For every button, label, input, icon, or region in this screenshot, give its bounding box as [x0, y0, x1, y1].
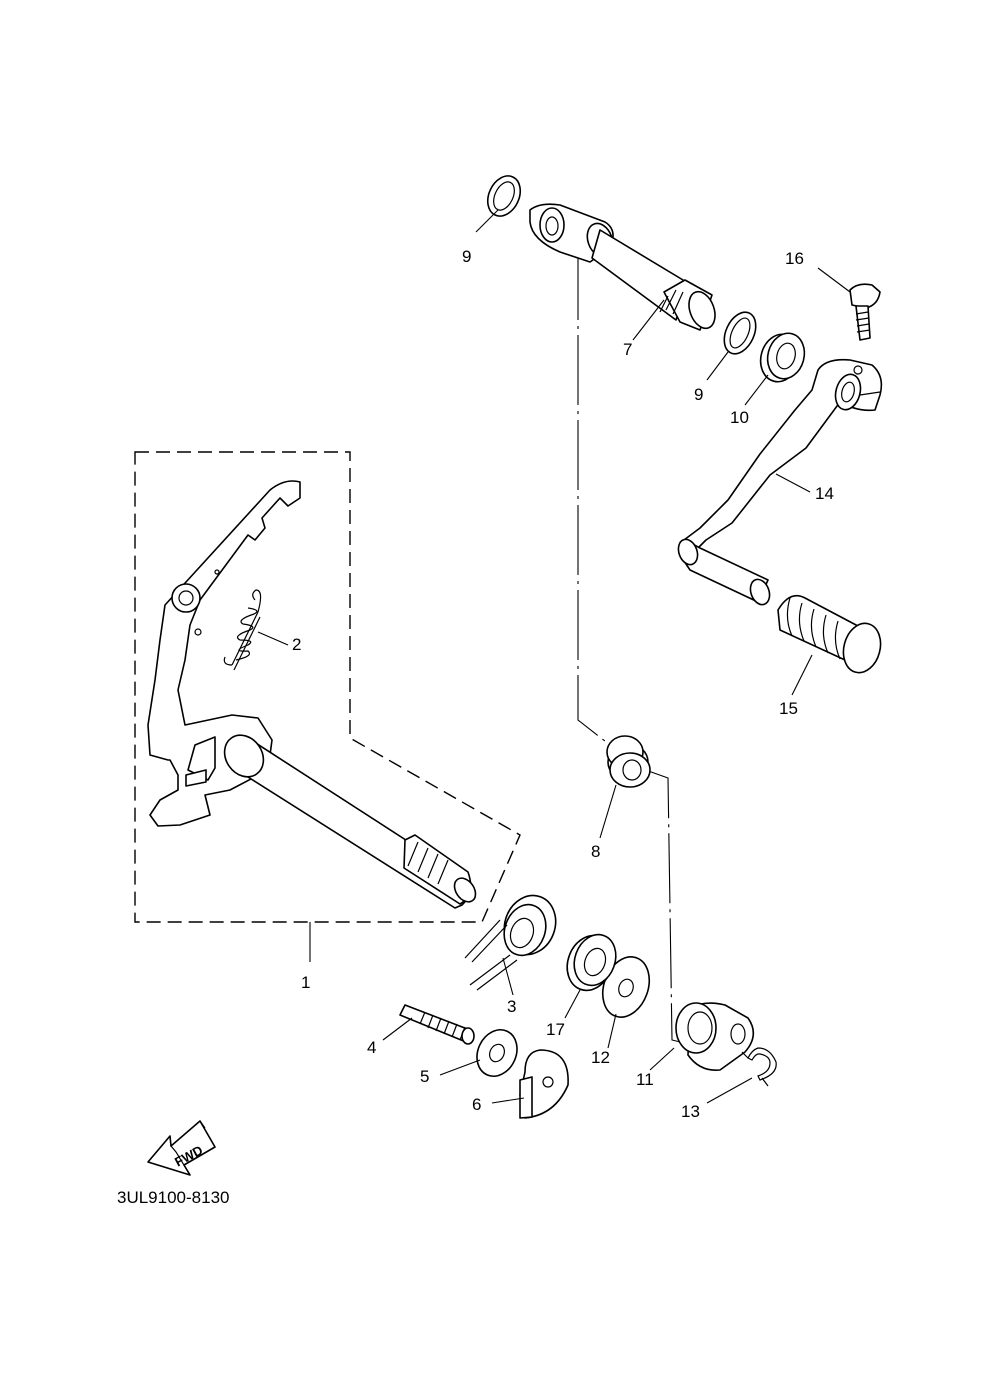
shift-arm: [675, 1002, 755, 1072]
callout-8: 8: [591, 842, 600, 861]
shift-arm-shaft: [529, 203, 716, 331]
callout-11: 11: [636, 1070, 654, 1089]
callout-13: 13: [681, 1102, 700, 1121]
callout-5: 5: [420, 1067, 429, 1086]
washer-middle: [723, 311, 757, 355]
pedal-rubber: [777, 594, 882, 674]
plate: [519, 1049, 569, 1119]
shift-pedal: [677, 358, 883, 606]
callout-17: 17: [546, 1020, 565, 1039]
callout-16: 16: [785, 249, 804, 268]
callout-7: 7: [623, 340, 632, 359]
stopper-bolt: [399, 1004, 475, 1045]
callout-9-upper: 9: [462, 247, 471, 266]
callout-4: 4: [367, 1038, 376, 1057]
callout-6: 6: [472, 1095, 481, 1114]
leader-lines: [257, 209, 851, 1104]
torsion-spring: [464, 894, 557, 991]
diagram-code: 3UL9100-8130: [117, 1188, 229, 1207]
callout-15: 15: [779, 699, 798, 718]
fwd-arrow-icon: FWD: [147, 1120, 216, 1176]
bolt: [849, 283, 881, 341]
callout-3: 3: [507, 997, 516, 1016]
callout-labels: 1 2 3 4 5 6 7 8 9 9 10 11 12 13 14 15 16…: [292, 247, 834, 1121]
callout-10: 10: [730, 408, 749, 427]
bushing: [606, 735, 651, 788]
callout-9-middle: 9: [694, 385, 703, 404]
oil-seal: [759, 332, 806, 383]
callout-12: 12: [591, 1048, 610, 1067]
center-line-upper: [577, 250, 611, 746]
callout-14: 14: [815, 484, 834, 503]
spring: [223, 589, 262, 671]
oil-seal-lower: [566, 933, 617, 992]
washer: [476, 1029, 518, 1077]
assembly-boundary: [134, 451, 521, 923]
callout-2: 2: [292, 635, 301, 654]
washer-upper: [486, 175, 522, 217]
circlip: [741, 1047, 777, 1087]
callout-1: 1: [301, 973, 310, 992]
shift-shaft-assembly: [147, 480, 477, 909]
